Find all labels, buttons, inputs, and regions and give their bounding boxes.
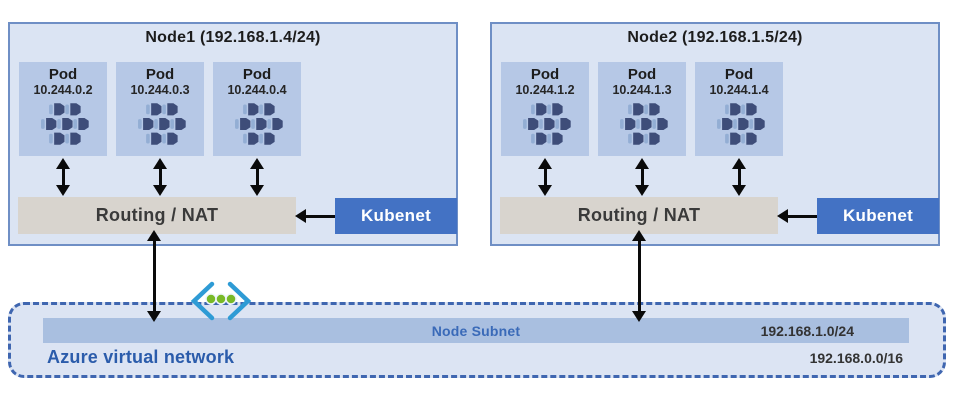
pod-label: Pod bbox=[145, 66, 175, 83]
azure-virtual-network-icon bbox=[190, 281, 252, 321]
node2-pod3-card: Pod 10.244.1.4 bbox=[695, 62, 783, 156]
pod-ip: 10.244.0.2 bbox=[33, 82, 93, 97]
node1-routing-nat-bar: Routing / NAT bbox=[18, 197, 296, 234]
node2-subnet-arrow-icon bbox=[631, 230, 647, 322]
node1-title: Node1 (192.168.1.4/24) bbox=[145, 29, 321, 46]
kubenet-routing-arrow-icon bbox=[295, 208, 335, 224]
pod-label: Pod bbox=[242, 66, 272, 83]
pod2-routing-arrow-icon bbox=[634, 158, 650, 196]
pod1-routing-arrow-icon bbox=[537, 158, 553, 196]
azure-vnet-label: Azure virtual network bbox=[47, 347, 235, 367]
node-subnet-bar: Node Subnet 192.168.1.0/24 bbox=[43, 318, 909, 343]
azure-vnet-box: Node Subnet 192.168.1.0/24 Azure virtual… bbox=[8, 302, 946, 378]
pod-label: Pod bbox=[48, 66, 78, 83]
pod-icon bbox=[713, 103, 765, 145]
pod-icon bbox=[616, 103, 668, 145]
pod-ip: 10.244.1.2 bbox=[515, 82, 575, 97]
pod-ip: 10.244.1.3 bbox=[612, 82, 672, 97]
node1-pod3-card: Pod 10.244.0.4 bbox=[213, 62, 301, 156]
node-subnet-cidr: 192.168.1.0/24 bbox=[760, 322, 854, 339]
pod1-routing-arrow-icon bbox=[55, 158, 71, 196]
pod-icon bbox=[37, 103, 89, 145]
node1-kubenet-box: Kubenet bbox=[335, 198, 457, 234]
kubenet-routing-arrow-icon bbox=[777, 208, 817, 224]
node2-pod2-card: Pod 10.244.1.3 bbox=[598, 62, 686, 156]
pod-icon bbox=[134, 103, 186, 145]
node1-box: Node1 (192.168.1.4/24) Pod 10.244.0.2 Po… bbox=[8, 22, 458, 246]
node2-kubenet-box: Kubenet bbox=[817, 198, 939, 234]
node1-pod1-card: Pod 10.244.0.2 bbox=[19, 62, 107, 156]
pod3-routing-arrow-icon bbox=[249, 158, 265, 196]
azure-vnet-cidr: 192.168.0.0/16 bbox=[809, 350, 903, 366]
pod-icon bbox=[519, 103, 571, 145]
node2-routing-nat-bar: Routing / NAT bbox=[500, 197, 778, 234]
pod-label: Pod bbox=[530, 66, 560, 83]
pod-ip: 10.244.0.3 bbox=[130, 82, 190, 97]
node2-box: Node2 (192.168.1.5/24) Pod 10.244.1.2 Po… bbox=[490, 22, 940, 246]
node2-title: Node2 (192.168.1.5/24) bbox=[627, 29, 803, 46]
node2-pod1-card: Pod 10.244.1.2 bbox=[501, 62, 589, 156]
node-subnet-label: Node Subnet bbox=[431, 322, 521, 339]
pod-label: Pod bbox=[724, 66, 754, 83]
pod-icon bbox=[231, 103, 283, 145]
pod-ip: 10.244.1.4 bbox=[709, 82, 769, 97]
node1-subnet-arrow-icon bbox=[146, 230, 162, 322]
pod-label: Pod bbox=[627, 66, 657, 83]
pod3-routing-arrow-icon bbox=[731, 158, 747, 196]
pod2-routing-arrow-icon bbox=[152, 158, 168, 196]
node1-pod2-card: Pod 10.244.0.3 bbox=[116, 62, 204, 156]
pod-ip: 10.244.0.4 bbox=[227, 82, 287, 97]
